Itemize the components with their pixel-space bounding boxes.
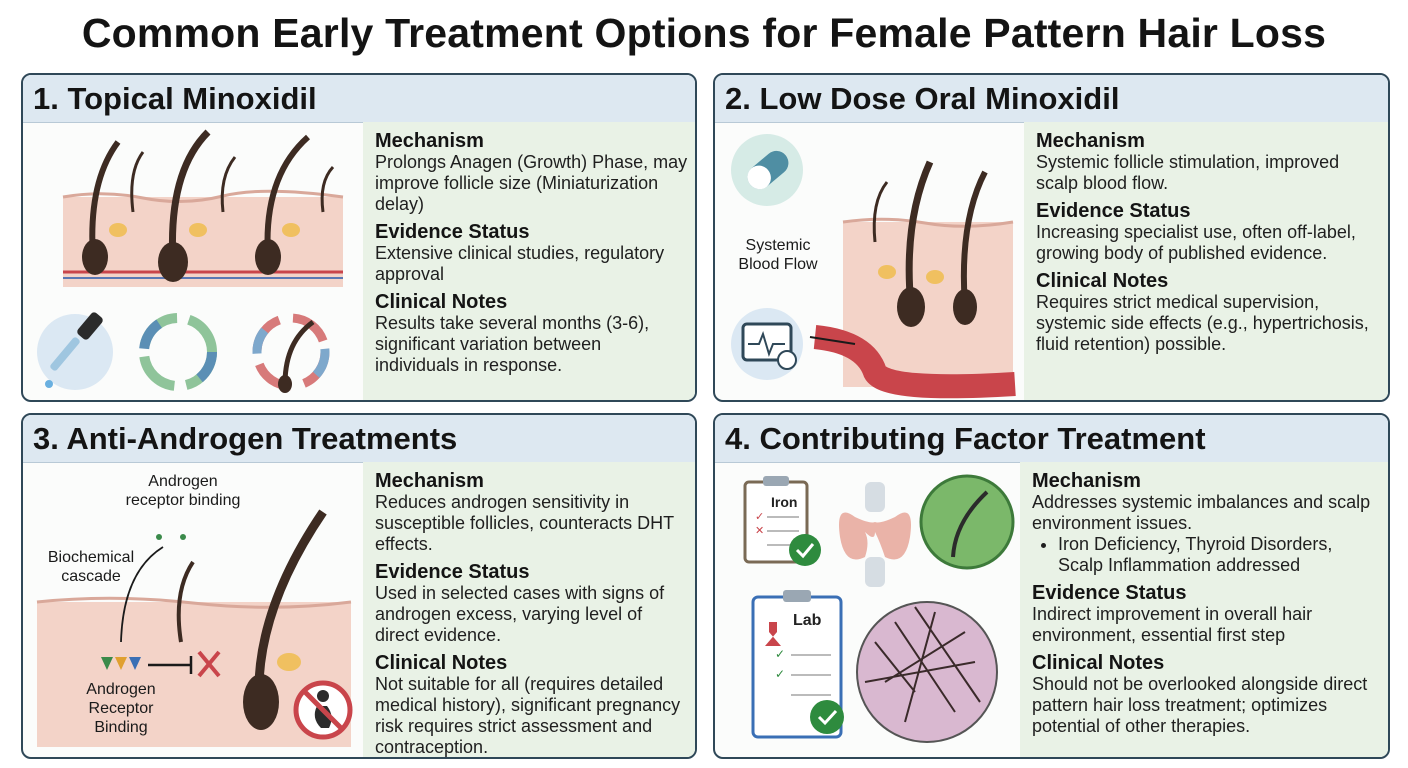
lab-label: Lab [793, 612, 822, 629]
hair-follicle-icon [872, 160, 988, 327]
mechanism-bullet: Iron Deficiency, Thyroid Disorders, Scal… [1058, 534, 1382, 576]
mechanism-heading: Mechanism [1036, 130, 1145, 152]
notes-text: Should not be overlooked alongside direc… [1032, 674, 1368, 736]
anti-androgen-illustration: Androgen receptor binding Biochemical ca… [23, 462, 363, 757]
mechanism-text: Systemic follicle stimulation, improved … [1036, 152, 1340, 193]
panel-header: 2. Low Dose Oral Minoxidil [715, 75, 1388, 123]
panel-header: 1. Topical Minoxidil [23, 75, 695, 123]
panel-header: 3. Anti-Androgen Treatments [23, 415, 695, 463]
notes-text: Not suitable for all (requires detailed … [375, 674, 681, 757]
page-title: Common Early Treatment Options for Femal… [81, 10, 1327, 56]
cycle-arrows-icon [139, 313, 217, 391]
androgen-receptor-binding-label: Androgen receptor binding [125, 473, 241, 509]
mechanism-heading: Mechanism [1032, 470, 1141, 492]
mechanism-text: Reduces androgen sensitivity in suscepti… [375, 492, 674, 554]
svg-text:✓: ✓ [775, 667, 785, 681]
evidence-heading: Evidence Status [375, 561, 530, 583]
notes-text: Results take several months (3-6), signi… [375, 313, 650, 375]
notes-heading: Clinical Notes [375, 652, 508, 674]
iron-label: Iron [771, 494, 798, 510]
panel-topical-minoxidil: 1. Topical Minoxidil [21, 73, 697, 402]
iron-checklist-icon: ✓ ✕ [743, 476, 821, 566]
notes-heading: Clinical Notes [1036, 270, 1169, 292]
hair-follicle-icon [82, 129, 335, 282]
scalp-inflammation-icon [919, 474, 1015, 570]
notes-heading: Clinical Notes [1032, 652, 1165, 674]
panel-oral-minoxidil: 2. Low Dose Oral Minoxidil [713, 73, 1390, 402]
evidence-heading: Evidence Status [1032, 582, 1187, 604]
svg-text:✓: ✓ [775, 647, 785, 661]
evidence-text: Indirect improvement in overall hair env… [1032, 604, 1313, 645]
no-pregnancy-icon [293, 680, 353, 740]
dropper-icon [37, 312, 113, 390]
panel-heading: 3. Anti-Androgen Treatments [33, 421, 458, 456]
evidence-heading: Evidence Status [1036, 200, 1191, 222]
panel-text: Mechanism Addresses systemic imbalances … [1020, 462, 1388, 757]
mechanism-text: Prolongs Anagen (Growth) Phase, may impr… [375, 152, 688, 214]
oral-minoxidil-illustration: Systemic Blood Flow [715, 122, 1024, 400]
panel-text: Mechanism Prolongs Anagen (Growth) Phase… [363, 122, 695, 400]
evidence-text: Extensive clinical studies, regulatory a… [375, 243, 665, 284]
svg-text:✕: ✕ [755, 525, 764, 537]
mechanism-heading: Mechanism [375, 130, 484, 152]
systemic-blood-flow-label: Systemic Blood Flow [738, 237, 818, 273]
thyroid-icon [839, 482, 911, 587]
notes-heading: Clinical Notes [375, 291, 508, 313]
evidence-text: Used in selected cases with signs of and… [375, 583, 665, 645]
topical-minoxidil-illustration [23, 122, 363, 400]
mechanism-text: Addresses systemic imbalances and scalp … [1032, 492, 1382, 576]
evidence-text: Increasing specialist use, often off-lab… [1036, 222, 1356, 263]
panel-heading: 1. Topical Minoxidil [33, 81, 317, 116]
panel-heading: 2. Low Dose Oral Minoxidil [725, 81, 1120, 116]
panel-text: Mechanism Systemic follicle stimulation,… [1024, 122, 1388, 400]
hair-growth-cycle-icon [252, 313, 330, 393]
heart-monitor-icon [731, 308, 803, 380]
contributing-factor-illustration: ✓ ✕ ✓ ✓ [715, 462, 1020, 757]
evidence-heading: Evidence Status [375, 221, 530, 243]
scalp-microscopy-icon [856, 601, 998, 743]
svg-text:✓: ✓ [755, 511, 764, 523]
biochemical-cascade-label: Biochemical cascade [47, 549, 135, 585]
mechanism-main-text: Addresses systemic imbalances and scalp … [1032, 492, 1371, 533]
panel-header: 4. Contributing Factor Treatment [715, 415, 1388, 463]
lab-report-icon: ✓ ✓ [751, 590, 844, 739]
panel-anti-androgen: 3. Anti-Androgen Treatments [21, 413, 697, 759]
receptor-binding-label: Androgen Receptor Binding [86, 681, 156, 736]
mechanism-heading: Mechanism [375, 470, 484, 492]
hair-follicle-icon [176, 509, 327, 730]
panel-contributing-factor: 4. Contributing Factor Treatment ✓ ✕ [713, 413, 1390, 759]
notes-text: Requires strict medical supervision, sys… [1036, 292, 1369, 354]
panel-heading: 4. Contributing Factor Treatment [725, 421, 1206, 456]
panel-text: Mechanism Reduces androgen sensitivity i… [363, 462, 695, 757]
receptor-block-icon [101, 650, 221, 678]
pill-capsule-icon [731, 134, 803, 206]
